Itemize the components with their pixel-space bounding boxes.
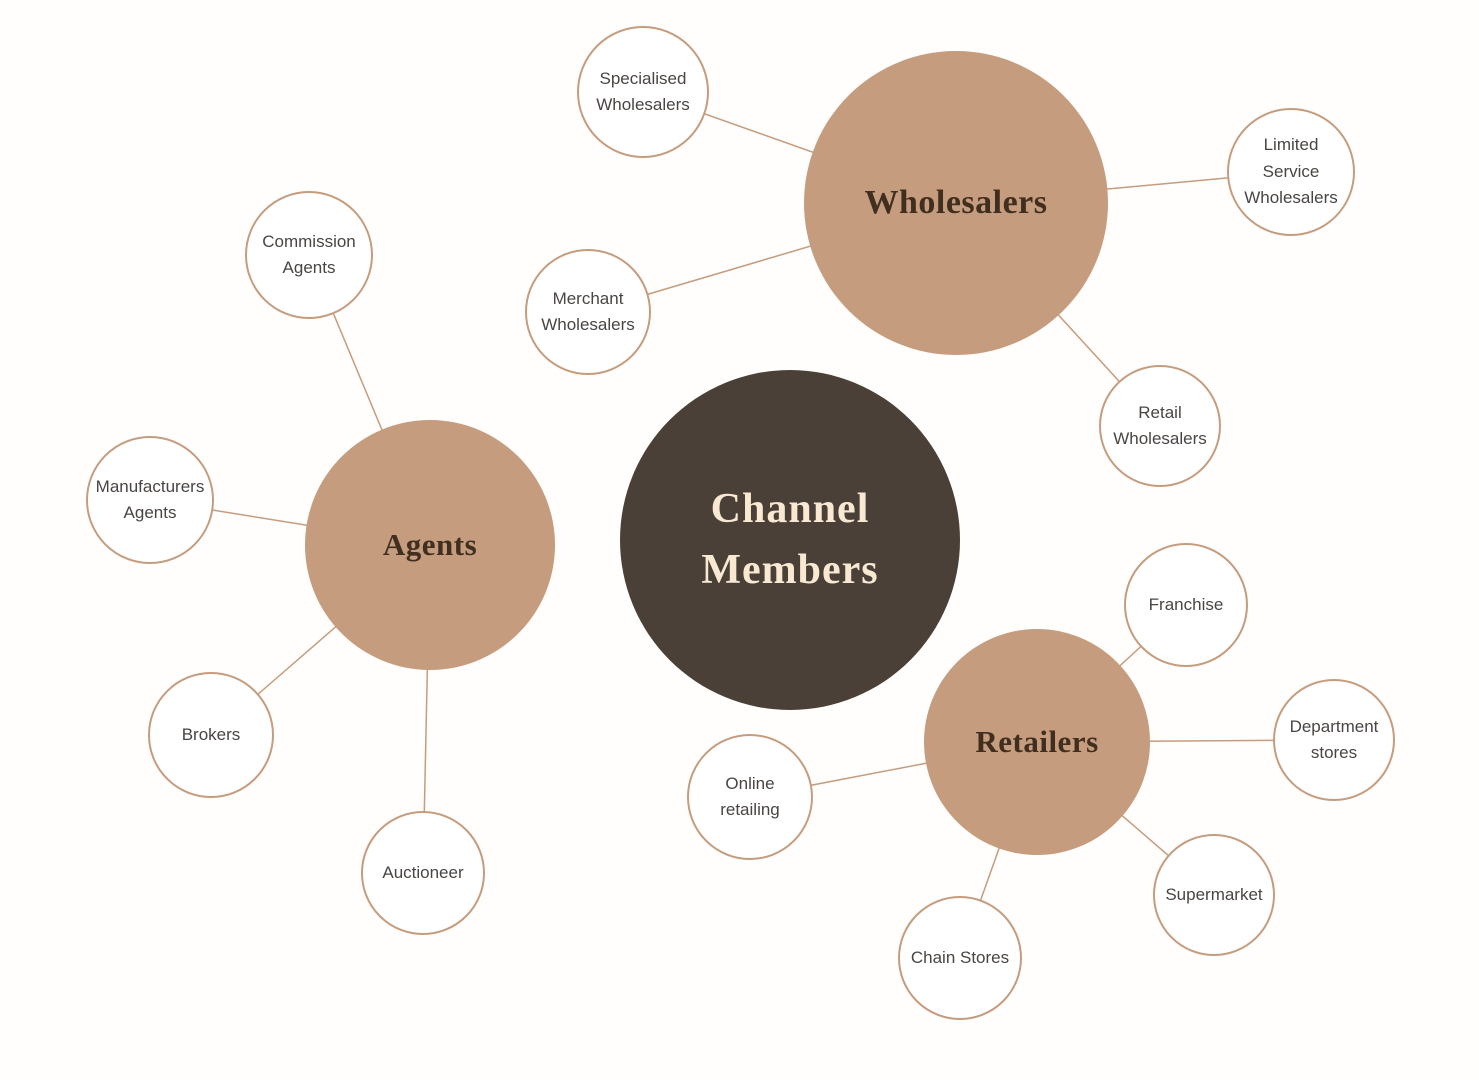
satellite-label-supermarket: Supermarket [1165,884,1263,904]
center-node-channel-members: Channel Members [620,370,960,710]
satellite-node-specialised-wholesalers: Specialised Wholesalers [577,26,709,158]
satellite-node-limited-service-wholesalers: Limited Service Wholesalers [1227,108,1355,236]
satellite-label-merchant-wholesalers: Merchant Wholesalers [541,288,635,334]
satellite-node-auctioneer: Auctioneer [361,811,485,935]
satellite-label-online-retailing: Online retailing [720,773,780,819]
satellite-node-manufacturers-agents: Manufacturers Agents [86,436,214,564]
cluster-label-wholesalers: Wholesalers [864,184,1048,221]
cluster-node-agents: Agents [305,420,555,670]
satellite-label-specialised-wholesalers: Specialised Wholesalers [596,68,690,114]
satellite-label-brokers: Brokers [181,724,241,744]
cluster-node-wholesalers: Wholesalers [804,51,1108,355]
satellite-label-limited-service-wholesalers: Limited Service Wholesalers [1244,135,1338,208]
satellite-node-online-retailing: Online retailing [687,734,813,860]
satellite-node-supermarket: Supermarket [1153,834,1275,956]
center-node-label: Channel Members [701,486,879,593]
satellite-label-retail-wholesalers: Retail Wholesalers [1113,402,1207,448]
satellite-node-department-stores: Department stores [1273,679,1395,801]
satellite-node-merchant-wholesalers: Merchant Wholesalers [525,249,651,375]
satellite-node-brokers: Brokers [148,672,274,798]
satellite-label-franchise: Franchise [1148,594,1224,614]
satellite-label-commission-agents: Commission Agents [262,231,356,277]
satellite-label-chain-stores: Chain Stores [910,947,1010,967]
satellite-node-franchise: Franchise [1124,543,1248,667]
satellite-node-chain-stores: Chain Stores [898,896,1022,1020]
cluster-node-retailers: Retailers [924,629,1150,855]
satellite-label-manufacturers-agents: Manufacturers Agents [95,476,205,522]
satellite-node-retail-wholesalers: Retail Wholesalers [1099,365,1221,487]
satellite-label-auctioneer: Auctioneer [382,862,464,882]
satellite-node-commission-agents: Commission Agents [245,191,373,319]
satellite-label-department-stores: Department stores [1289,716,1379,762]
cluster-label-agents: Agents [382,527,478,562]
cluster-label-retailers: Retailers [975,724,1099,759]
